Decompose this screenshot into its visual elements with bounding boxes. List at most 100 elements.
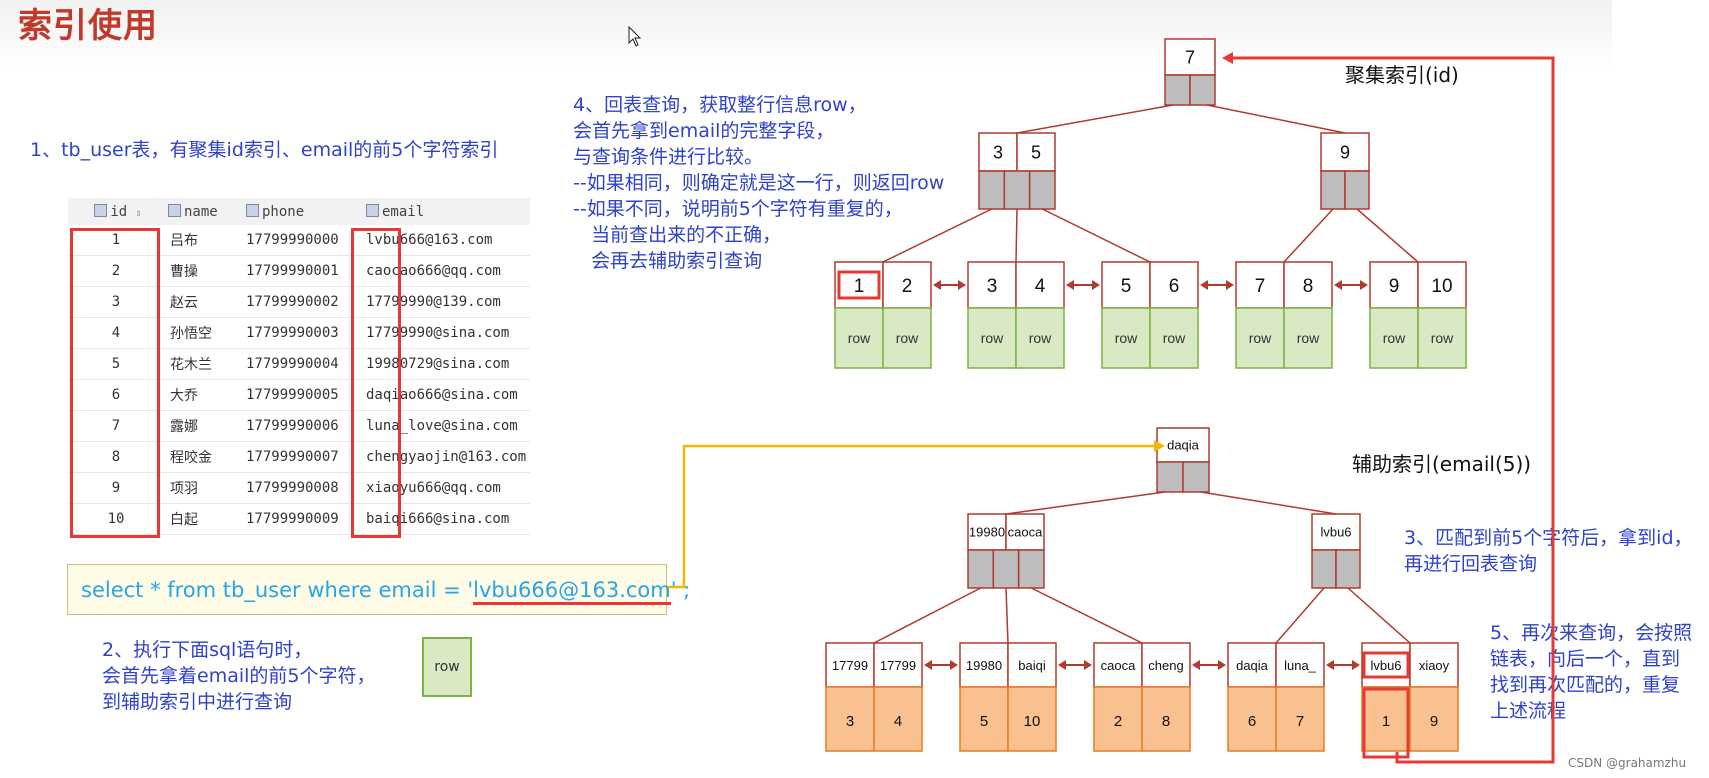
secondary-inner-node-pointer-cell (1017, 549, 1045, 589)
secondary-leaf-key-label: luna_ (1284, 658, 1317, 673)
clustered-inner-node-key-cell (1016, 132, 1056, 172)
secondary-leaf-key (873, 642, 923, 688)
row-cell (1283, 307, 1333, 369)
row-cell (1369, 307, 1419, 369)
column-header-email[interactable]: email (362, 198, 530, 225)
secondary-leaf-key-label: cheng (1148, 658, 1183, 673)
secondary-root-key-cell (1156, 427, 1210, 463)
clustered-leaf-key-label: 10 (1431, 276, 1452, 297)
arrow-head (958, 280, 966, 290)
highlight-box (1362, 687, 1410, 759)
arrow-head (1058, 660, 1066, 670)
column-header-phone[interactable]: phone (242, 198, 362, 225)
note-step5: 5、再次来查询，会按照 链表，向后一个，直到 找到再次匹配的，重复 上述流程 (1490, 622, 1693, 722)
clustered-leaf-key (1283, 261, 1333, 309)
clustered-leaf-key-label: 3 (987, 276, 998, 297)
secondary-inner-node-key-cell (1311, 513, 1361, 551)
id-label: 4 (894, 713, 902, 730)
key-column-icon (94, 203, 108, 217)
tree-edge (1005, 491, 1166, 515)
clustered-leaf-key-label: 1 (854, 276, 865, 297)
tree-edge (1347, 587, 1411, 644)
secondary-leaf-key-label: 19980 (966, 658, 1002, 673)
flow-arrow-back-to-table (1232, 56, 1555, 764)
row-cell (882, 307, 932, 369)
column-header-id[interactable]: id ⇕ (68, 198, 164, 225)
clustered-root-key-cell (1164, 38, 1216, 76)
column-icon (168, 203, 181, 217)
arrow-head (1360, 280, 1368, 290)
id-cell (1093, 686, 1143, 752)
clustered-inner-node-pointer-cell (1003, 170, 1031, 210)
row-cell (1235, 307, 1285, 369)
tree-edge (1015, 208, 1018, 263)
secondary-leaf-key (1007, 642, 1057, 688)
arrow-head (1222, 52, 1233, 64)
tree-edge (1005, 587, 1009, 644)
row-cell (1015, 307, 1065, 369)
row-label: row (896, 330, 919, 346)
clustered-leaf-key-label: 8 (1303, 276, 1314, 297)
table-header-row: id ⇕ name phone email (68, 198, 530, 225)
mouse-cursor-icon (628, 26, 642, 47)
row-label: row (981, 330, 1004, 346)
clustered-leaf-key-label: 4 (1035, 276, 1046, 297)
clustered-leaf-key (967, 261, 1017, 309)
tree-edge (1200, 491, 1337, 515)
secondary-index-label: 辅助索引(email(5)) (1352, 452, 1532, 476)
arrow-head (1154, 440, 1165, 452)
id-cell (959, 686, 1009, 752)
clustered-leaf-key (1235, 261, 1285, 309)
id-label: 2 (1114, 713, 1122, 730)
secondary-leaf-key-label: baiqi (1018, 658, 1046, 673)
id-cell (825, 686, 875, 752)
id-cell (1409, 686, 1459, 752)
tree-edge (1030, 587, 1143, 644)
arrow-head (1352, 660, 1360, 670)
row-label: row (848, 330, 871, 346)
clustered-inner-node-pointer-cell (978, 170, 1006, 210)
row-label: row (1115, 330, 1138, 346)
clustered-leaf-key (834, 261, 884, 309)
row-label: row (1383, 330, 1406, 346)
clustered-leaf-key-label: 2 (902, 276, 913, 297)
watermark: CSDN @grahamzhu (1568, 756, 1687, 770)
page-title: 索引使用 (18, 6, 158, 46)
secondary-leaf-key-label: 17799 (880, 658, 916, 673)
row-label: row (1163, 330, 1186, 346)
clustered-inner-node-key-label: 9 (1340, 142, 1350, 162)
clustered-root-pointer-cell (1189, 74, 1216, 106)
column-header-name[interactable]: name (164, 198, 242, 225)
arrow-head (1226, 280, 1234, 290)
secondary-inner-node-key-label: 19980 (969, 525, 1005, 540)
note-step2: 2、执行下面sql语句时， 会首先拿着email的前5个字符， 到辅助索引中进行… (102, 639, 376, 713)
clustered-inner-node-key-label: 3 (993, 142, 1003, 162)
id-label: 7 (1296, 713, 1304, 730)
clustered-root-pointer-cell (1164, 74, 1191, 106)
clustered-inner-node-pointer-cell (1344, 170, 1370, 210)
id-label: 3 (846, 713, 854, 730)
note-step3: 3、匹配到前5个字符后，拿到id， 再进行回表查询 (1404, 527, 1693, 575)
tree-edge (1356, 208, 1419, 263)
flow-arrow-sql-to-index (668, 444, 1155, 589)
clustered-inner-node-key-label: 5 (1031, 142, 1041, 162)
sql-statement: select * from tb_user where email = 'lvb… (67, 564, 690, 615)
arrow-head (933, 280, 941, 290)
note-step4: 4、回表查询，获取整行信息row， 会首先拿到email的完整字段， 与查询条件… (573, 94, 945, 272)
tree-edge (882, 208, 992, 263)
id-label: 8 (1162, 713, 1170, 730)
row-label: row (1249, 330, 1272, 346)
highlight-box (837, 270, 881, 300)
secondary-root-pointer-cell (1182, 461, 1210, 493)
arrow-head (950, 660, 958, 670)
secondary-leaf-key-label: xiaoy (1419, 658, 1450, 673)
